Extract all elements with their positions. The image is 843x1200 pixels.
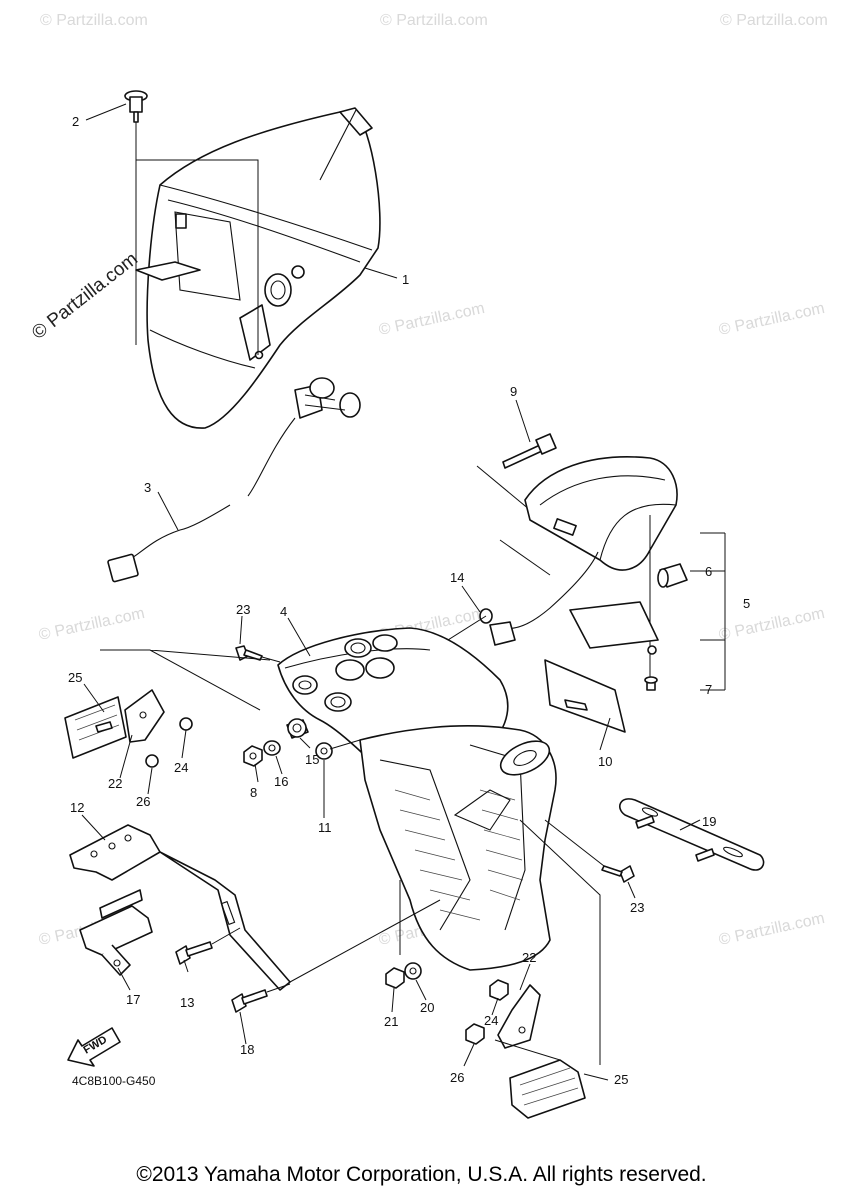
nut-part <box>179 717 193 731</box>
nut-part <box>465 1023 485 1045</box>
callout-23: 23 <box>630 900 644 915</box>
nut-part <box>385 967 405 989</box>
nut-part <box>489 979 509 1001</box>
watermark-dark: © Partzilla.com <box>28 249 142 344</box>
callout-3: 3 <box>144 480 151 495</box>
wire-harness-part <box>107 377 361 583</box>
grommet-part <box>286 718 309 739</box>
callout-24: 24 <box>484 1013 498 1028</box>
watermark: © Partzilla.com <box>720 12 828 29</box>
callout-9: 9 <box>510 384 517 399</box>
plate-part <box>79 889 153 976</box>
callout-12: 12 <box>70 800 84 815</box>
watermark: © Partzilla.com <box>377 300 486 339</box>
callout-14: 14 <box>450 570 464 585</box>
watermark: © Partzilla.com <box>380 12 488 29</box>
nut-part <box>145 754 159 768</box>
diagram-code: 4C8B100-G450 <box>72 1074 156 1088</box>
callout-19: 19 <box>702 814 716 829</box>
bolt-part <box>502 433 557 469</box>
callout-25: 25 <box>68 670 82 685</box>
reflector-part <box>64 689 165 759</box>
bolt-part <box>601 865 635 883</box>
bolt-part <box>124 90 148 123</box>
callout-16: 16 <box>274 774 288 789</box>
bolt-part <box>231 989 268 1013</box>
rear-cowl-part <box>135 107 381 429</box>
bulb-part <box>657 563 688 588</box>
copyright-notice: ©2013 Yamaha Motor Corporation, U.S.A. A… <box>136 1163 707 1186</box>
screw-part <box>644 676 658 691</box>
reflector-part <box>509 1059 586 1119</box>
callout-26: 26 <box>136 794 150 809</box>
gasket-part <box>569 601 659 649</box>
callout-7: 7 <box>705 682 712 697</box>
callout-10: 10 <box>598 754 612 769</box>
callout-23: 23 <box>236 602 250 617</box>
taillight-part <box>489 456 678 646</box>
callout-6: 6 <box>705 564 712 579</box>
watermark: © Partzilla.com <box>717 910 826 949</box>
callout-8: 8 <box>250 785 257 800</box>
collar-part <box>263 740 281 756</box>
callout-21: 21 <box>384 1014 398 1029</box>
watermark: © Partzilla.com <box>37 605 146 644</box>
watermark: © Partzilla.com <box>717 300 826 339</box>
callout-11: 11 <box>318 820 332 835</box>
callout-15: 15 <box>305 752 319 767</box>
bracket-part <box>497 984 541 1049</box>
callout-24: 24 <box>174 760 188 775</box>
callout-2: 2 <box>72 114 79 129</box>
callout-17: 17 <box>126 992 140 1007</box>
collar-part <box>315 742 333 760</box>
lens-part <box>544 659 626 733</box>
callout-labels: 1 2 3 4 5 6 7 8 9 10 11 12 13 14 15 16 1… <box>68 114 750 1087</box>
callout-4: 4 <box>280 604 287 619</box>
fender-lower-part <box>359 725 557 971</box>
callout-1: 1 <box>402 272 409 287</box>
watermark: © Partzilla.com <box>40 12 148 29</box>
callout-26: 26 <box>450 1070 464 1085</box>
bolt-part <box>175 941 213 965</box>
watermark: © Partzilla.com <box>717 605 826 644</box>
callout-25: 25 <box>614 1072 628 1087</box>
washer-part <box>404 962 422 980</box>
nut-part <box>243 745 263 767</box>
license-bracket-part <box>619 798 765 871</box>
callout-13: 13 <box>180 995 194 1010</box>
callout-20: 20 <box>420 1000 434 1015</box>
callout-5: 5 <box>743 596 750 611</box>
bolt-part <box>235 645 263 661</box>
callout-leaders <box>81 103 701 1081</box>
fwd-arrow-icon: FWD <box>67 1027 121 1067</box>
callout-18: 18 <box>240 1042 254 1057</box>
callout-22: 22 <box>108 776 122 791</box>
callout-22: 22 <box>522 950 536 965</box>
